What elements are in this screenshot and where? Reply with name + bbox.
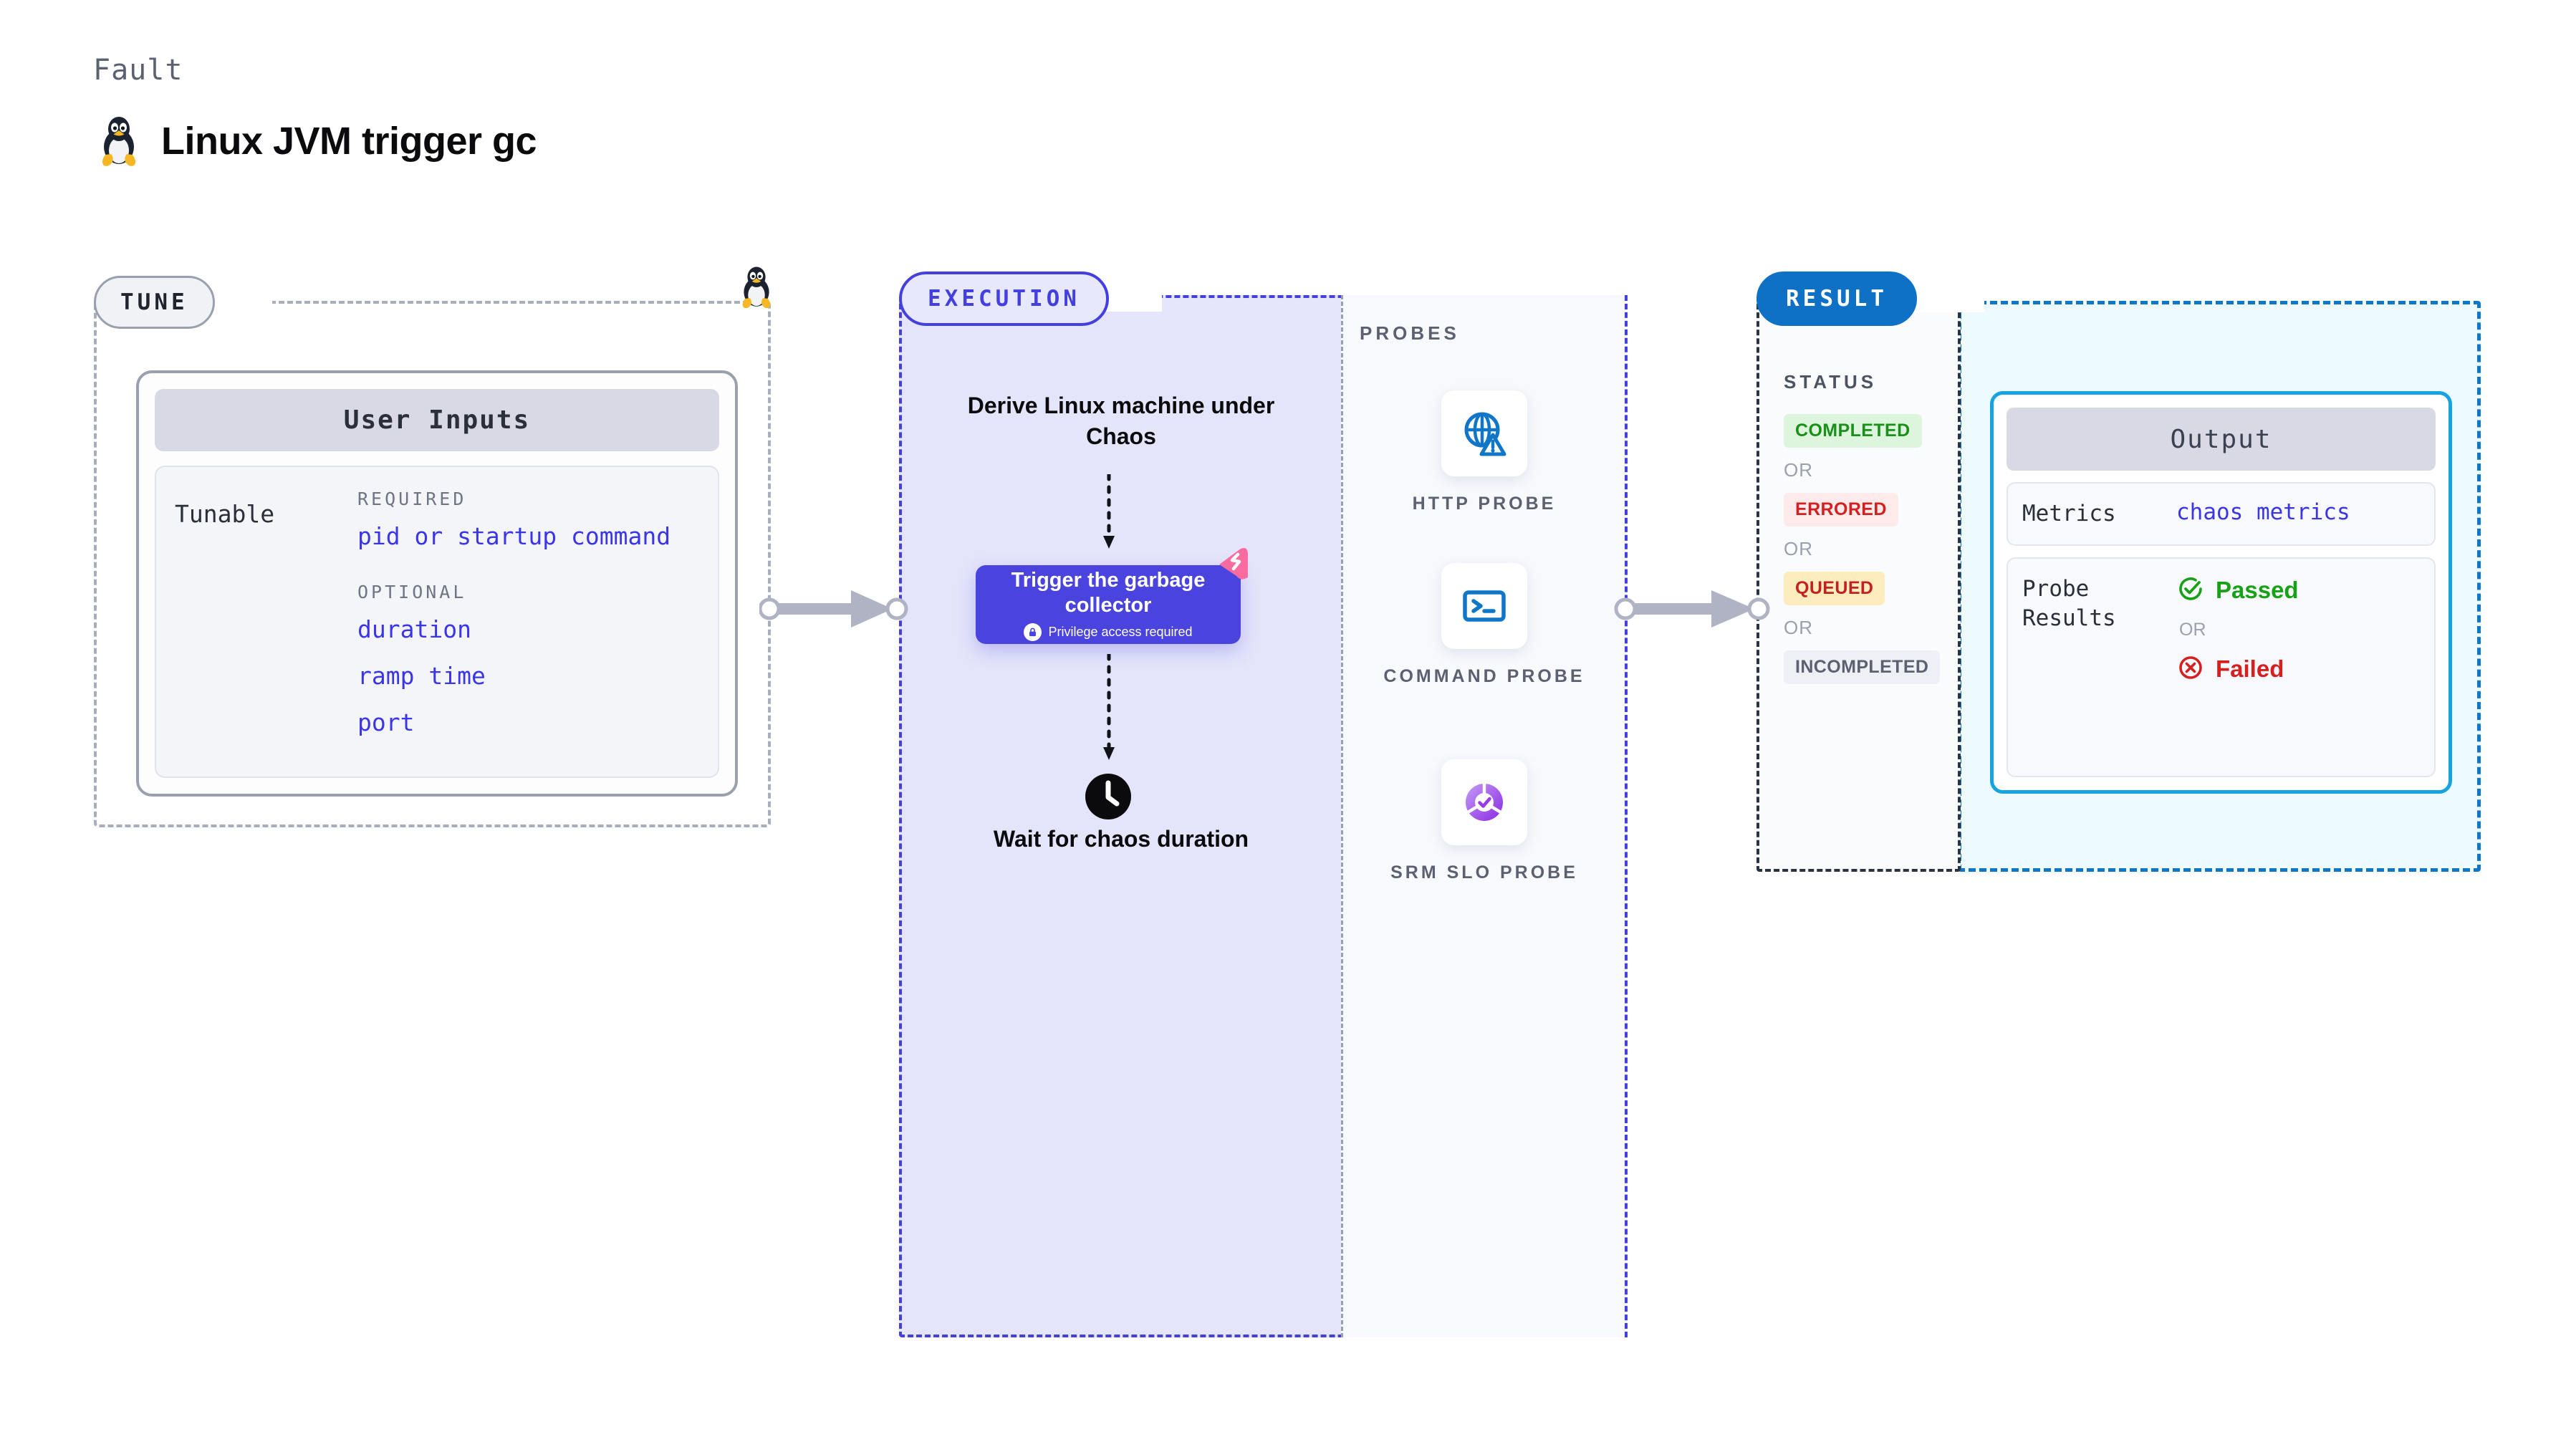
- metrics-value[interactable]: chaos metrics: [2176, 499, 2350, 525]
- clock-icon: [1084, 772, 1133, 824]
- status-badge: QUEUED: [1784, 572, 1885, 605]
- tunable-label: Tunable: [175, 500, 275, 528]
- probe-verdict-passed: Passed: [2176, 574, 2420, 607]
- probe-results-key: Probe Results: [2022, 575, 2116, 631]
- probe-item-http[interactable]: HTTP PROBE: [1377, 390, 1592, 516]
- tunable-value[interactable]: pid or startup command: [357, 522, 671, 550]
- fault-action-title: Trigger the garbage collector: [1011, 569, 1206, 617]
- tunable-value[interactable]: port: [357, 708, 415, 736]
- dotted-arrow-down-icon: [1103, 474, 1115, 549]
- page-eyebrow: Fault: [93, 54, 183, 87]
- or-separator: OR: [1784, 538, 1813, 559]
- tune-badge[interactable]: TUNE: [94, 276, 215, 329]
- or-separator: OR: [2179, 619, 2206, 640]
- output-probe-results-row: Probe Results Passed OR: [2007, 557, 2436, 777]
- page-title: Linux JVM trigger gc: [161, 120, 537, 163]
- fault-action-card[interactable]: Trigger the garbage collector Privilege …: [976, 565, 1241, 644]
- tune-panel: [94, 301, 771, 827]
- tunable-value-list: REQUIRED pid or startup command OPTIONAL…: [357, 489, 699, 755]
- globe-warning-icon: [1441, 390, 1527, 476]
- status-badge: ERRORED: [1784, 493, 1898, 527]
- passed-label: Passed: [2216, 577, 2299, 604]
- or-separator: OR: [1784, 617, 1813, 638]
- x-circle-icon: [2176, 653, 2205, 686]
- privilege-note-text: Privilege access required: [1048, 624, 1193, 639]
- status-badge: COMPLETED: [1784, 414, 1922, 448]
- user-inputs-card: User Inputs Tunable REQUIRED pid or star…: [136, 370, 738, 797]
- fault-ribbon-icon: [1219, 548, 1248, 580]
- terminal-icon: [1441, 563, 1527, 649]
- arrow-right-icon: [1614, 590, 1770, 628]
- or-separator: OR: [1784, 459, 1813, 481]
- execution-badge[interactable]: EXECUTION: [899, 271, 1109, 326]
- probe-label: HTTP PROBE: [1412, 494, 1557, 514]
- optional-group-label: OPTIONAL: [357, 582, 467, 602]
- tunable-value[interactable]: ramp time: [357, 662, 486, 690]
- probe-verdict-failed: Failed: [2176, 653, 2420, 686]
- probe-label: COMMAND PROBE: [1383, 666, 1585, 686]
- tunable-row: Tunable REQUIRED pid or startup command …: [155, 466, 719, 778]
- probe-label: SRM SLO PROBE: [1390, 862, 1578, 883]
- probe-results-value: Passed OR Failed: [2176, 574, 2420, 760]
- status-badge: INCOMPLETED: [1784, 650, 1941, 684]
- status-list: COMPLETED OR ERRORED OR QUEUED OR INCOMP…: [1784, 414, 1963, 684]
- output-card: Output Metrics chaos metrics Probe Resul…: [1990, 391, 2452, 794]
- failed-label: Failed: [2216, 655, 2284, 683]
- tune-corner-penguin-icon: [738, 265, 775, 313]
- execution-step-wait: Wait for chaos duration: [993, 826, 1249, 852]
- execution-step-derive: Derive Linux machine under Chaos: [967, 393, 1275, 449]
- lock-icon: [1024, 622, 1042, 641]
- status-title: STATUS: [1784, 371, 1878, 393]
- required-group-label: REQUIRED: [357, 489, 467, 509]
- metrics-key: Metrics: [2022, 501, 2116, 527]
- linux-penguin-icon: [97, 115, 141, 168]
- probe-item-srm-slo[interactable]: SRM SLO PROBE: [1377, 759, 1592, 885]
- check-circle-icon: [2176, 574, 2205, 607]
- dotted-arrow-down-icon: [1103, 654, 1115, 760]
- page-title-row: Linux JVM trigger gc: [97, 115, 537, 168]
- probes-divider: [1341, 295, 1343, 1337]
- probe-item-command[interactable]: COMMAND PROBE: [1377, 563, 1592, 688]
- probes-title: PROBES: [1360, 322, 1460, 344]
- user-inputs-title: User Inputs: [155, 389, 719, 451]
- tunable-value[interactable]: duration: [357, 615, 471, 643]
- privilege-note: Privilege access required: [1024, 622, 1193, 641]
- arrow-right-icon: [759, 590, 908, 628]
- output-title: Output: [2007, 408, 2436, 471]
- result-badge[interactable]: RESULT: [1756, 271, 1917, 326]
- output-metrics-row: Metrics chaos metrics: [2007, 482, 2436, 546]
- slo-donut-check-icon: [1441, 759, 1527, 845]
